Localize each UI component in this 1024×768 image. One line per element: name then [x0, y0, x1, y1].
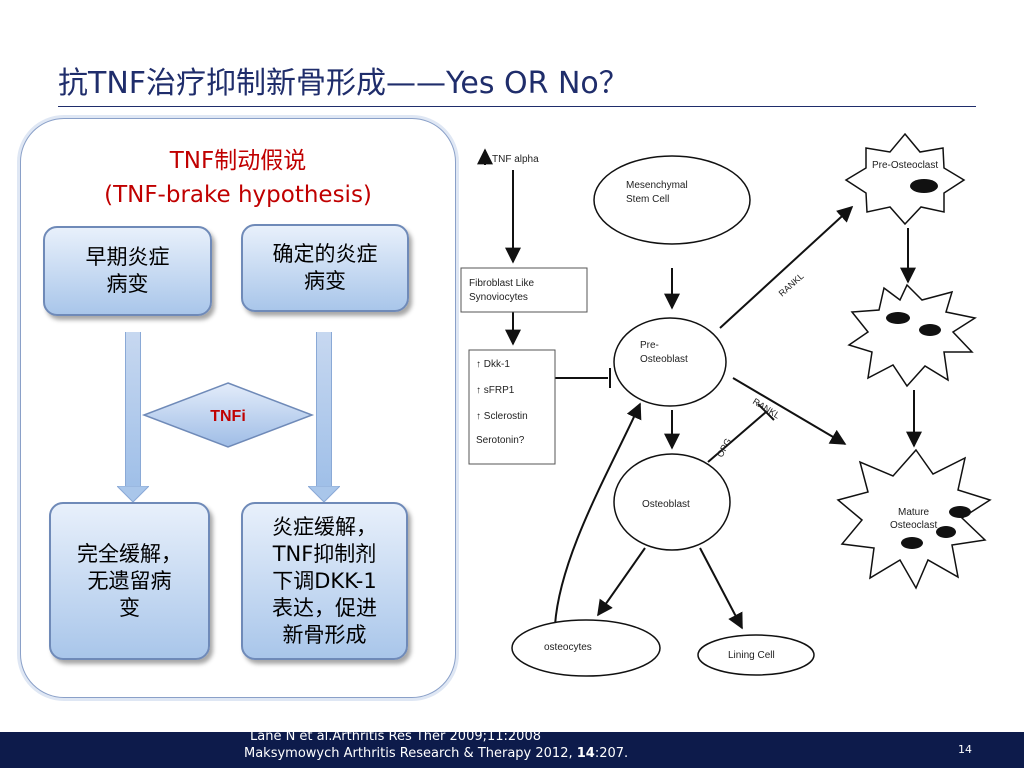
hypothesis-title: TNF制动假说 (TNF-brake hypothesis) [20, 144, 456, 212]
msc-line1: Mesenchymal [626, 180, 688, 191]
title-divider [58, 106, 976, 107]
established-lesion-box: 确定的炎症 病变 [241, 224, 409, 312]
fibroblast-line1: Fibroblast Like [469, 278, 534, 289]
inhibitor-sclerostin: ↑ Sclerostin [476, 411, 528, 422]
arrow-rankl-to-preosteoclast [719, 205, 854, 329]
inhibitor-sfrp1: ↑ sFRP1 [476, 385, 515, 396]
tnfi-label: TNFi [210, 408, 246, 425]
new-bone-line1: 炎症缓解， [272, 514, 377, 539]
left-down-arrow-head [117, 486, 149, 503]
new-bone-line3: 下调DKK-1 [272, 568, 377, 593]
reference-2: Maksymowych Arthritis Research & Therapy… [244, 746, 628, 761]
osteoblast-cell [613, 453, 731, 551]
right-down-arrow-shaft [316, 332, 332, 488]
early-lesion-line1: 早期炎症 [85, 245, 170, 269]
arrow-osteocytes-to-preosteoblast [554, 402, 642, 626]
slide-title: 抗TNF治疗抑制新骨形成——Yes OR No？ [58, 66, 629, 101]
lining-cell-label: Lining Cell [728, 650, 775, 661]
new-bone-formation-box: 炎症缓解， TNF抑制剂 下调DKK-1 表达，促进 新骨形成 [241, 502, 408, 660]
osteocytes-cell [511, 619, 661, 677]
pre-osteoblast-cell [613, 317, 727, 407]
tnf-alpha-label: TNF alpha [492, 154, 539, 165]
rankl-label-lower: RANKL [751, 396, 782, 420]
new-bone-line4: 表达，促进 [272, 595, 377, 620]
hypothesis-title-en: (TNF-brake hypothesis) [104, 182, 372, 208]
arrow-rankl-to-mature-osteoclast [732, 377, 847, 445]
osteocytes-label: osteocytes [544, 642, 592, 653]
pre-osteoclast-nucleus [910, 179, 938, 193]
complete-remission-line1: 完全缓解， [77, 541, 182, 566]
complete-remission-line2: 无遗留病 [87, 568, 172, 593]
pre-osteoclast-label: Pre-Osteoclast [872, 160, 938, 171]
pre-osteoblast-line1: Pre- [640, 340, 659, 351]
established-lesion-line2: 病变 [304, 269, 346, 293]
fibroblast-box [460, 267, 588, 313]
intermediate-nucleus-2 [919, 324, 941, 336]
mature-osteoclast-cell [836, 448, 992, 590]
pre-osteoclast-cell [844, 132, 966, 226]
opg-inhibit-line [707, 411, 767, 463]
tnfi-diamond: TNFi [141, 382, 315, 448]
mature-nucleus-1 [949, 506, 971, 518]
hypothesis-title-cn: TNF制动假说 [169, 148, 307, 174]
intermediate-osteoclast-cell [847, 283, 977, 388]
opg-inhibit-bar [757, 403, 775, 421]
bone-pathway-diagram: TNF alpha Fibroblast Like Synoviocytes ↑… [460, 132, 992, 677]
reference-2-pages: :207. [594, 746, 629, 761]
inhibitors-box [468, 349, 556, 465]
left-down-arrow-shaft [125, 332, 141, 488]
msc-line2: Stem Cell [626, 194, 669, 205]
early-lesion-box: 早期炎症 病变 [43, 226, 212, 316]
complete-remission-line3: 变 [119, 595, 140, 620]
intermediate-nucleus-1 [886, 312, 910, 324]
inhibitor-dkk1: ↑ Dkk-1 [476, 359, 510, 370]
pre-osteoblast-line2: Osteoblast [640, 354, 688, 365]
reference-2-volume: 14 [576, 746, 595, 761]
new-bone-line5: 新骨形成 [282, 622, 367, 647]
early-lesion-line2: 病变 [106, 272, 149, 296]
mature-osteoclast-line2: Osteoclast [890, 520, 937, 531]
msc-cell [593, 155, 751, 245]
rankl-label-upper: RANKL [777, 271, 806, 299]
new-bone-line2: TNF抑制剂 [272, 541, 377, 566]
reference-1: Lane N et al.Arthritis Res Ther 2009;11:… [250, 729, 541, 744]
opg-label: OPG [715, 437, 733, 459]
reference-2-text: Maksymowych Arthritis Research & Therapy… [244, 746, 577, 761]
footer-bar [0, 732, 1024, 768]
arrow-osteoblast-to-lining [699, 547, 743, 630]
mature-nucleus-3 [901, 537, 923, 549]
osteoblast-label: Osteoblast [642, 499, 690, 510]
complete-remission-box: 完全缓解， 无遗留病 变 [49, 502, 210, 660]
fibroblast-line2: Synoviocytes [469, 292, 528, 303]
right-down-arrow-head [308, 486, 340, 503]
mature-nucleus-2 [936, 526, 956, 538]
page-number: 14 [958, 743, 972, 756]
arrow-osteoblast-to-osteocytes [597, 547, 646, 617]
inhibitor-serotonin: Serotonin? [476, 435, 525, 446]
established-lesion-line1: 确定的炎症 [272, 242, 378, 266]
lining-cell [697, 634, 815, 676]
mature-osteoclast-line1: Mature [898, 507, 930, 518]
